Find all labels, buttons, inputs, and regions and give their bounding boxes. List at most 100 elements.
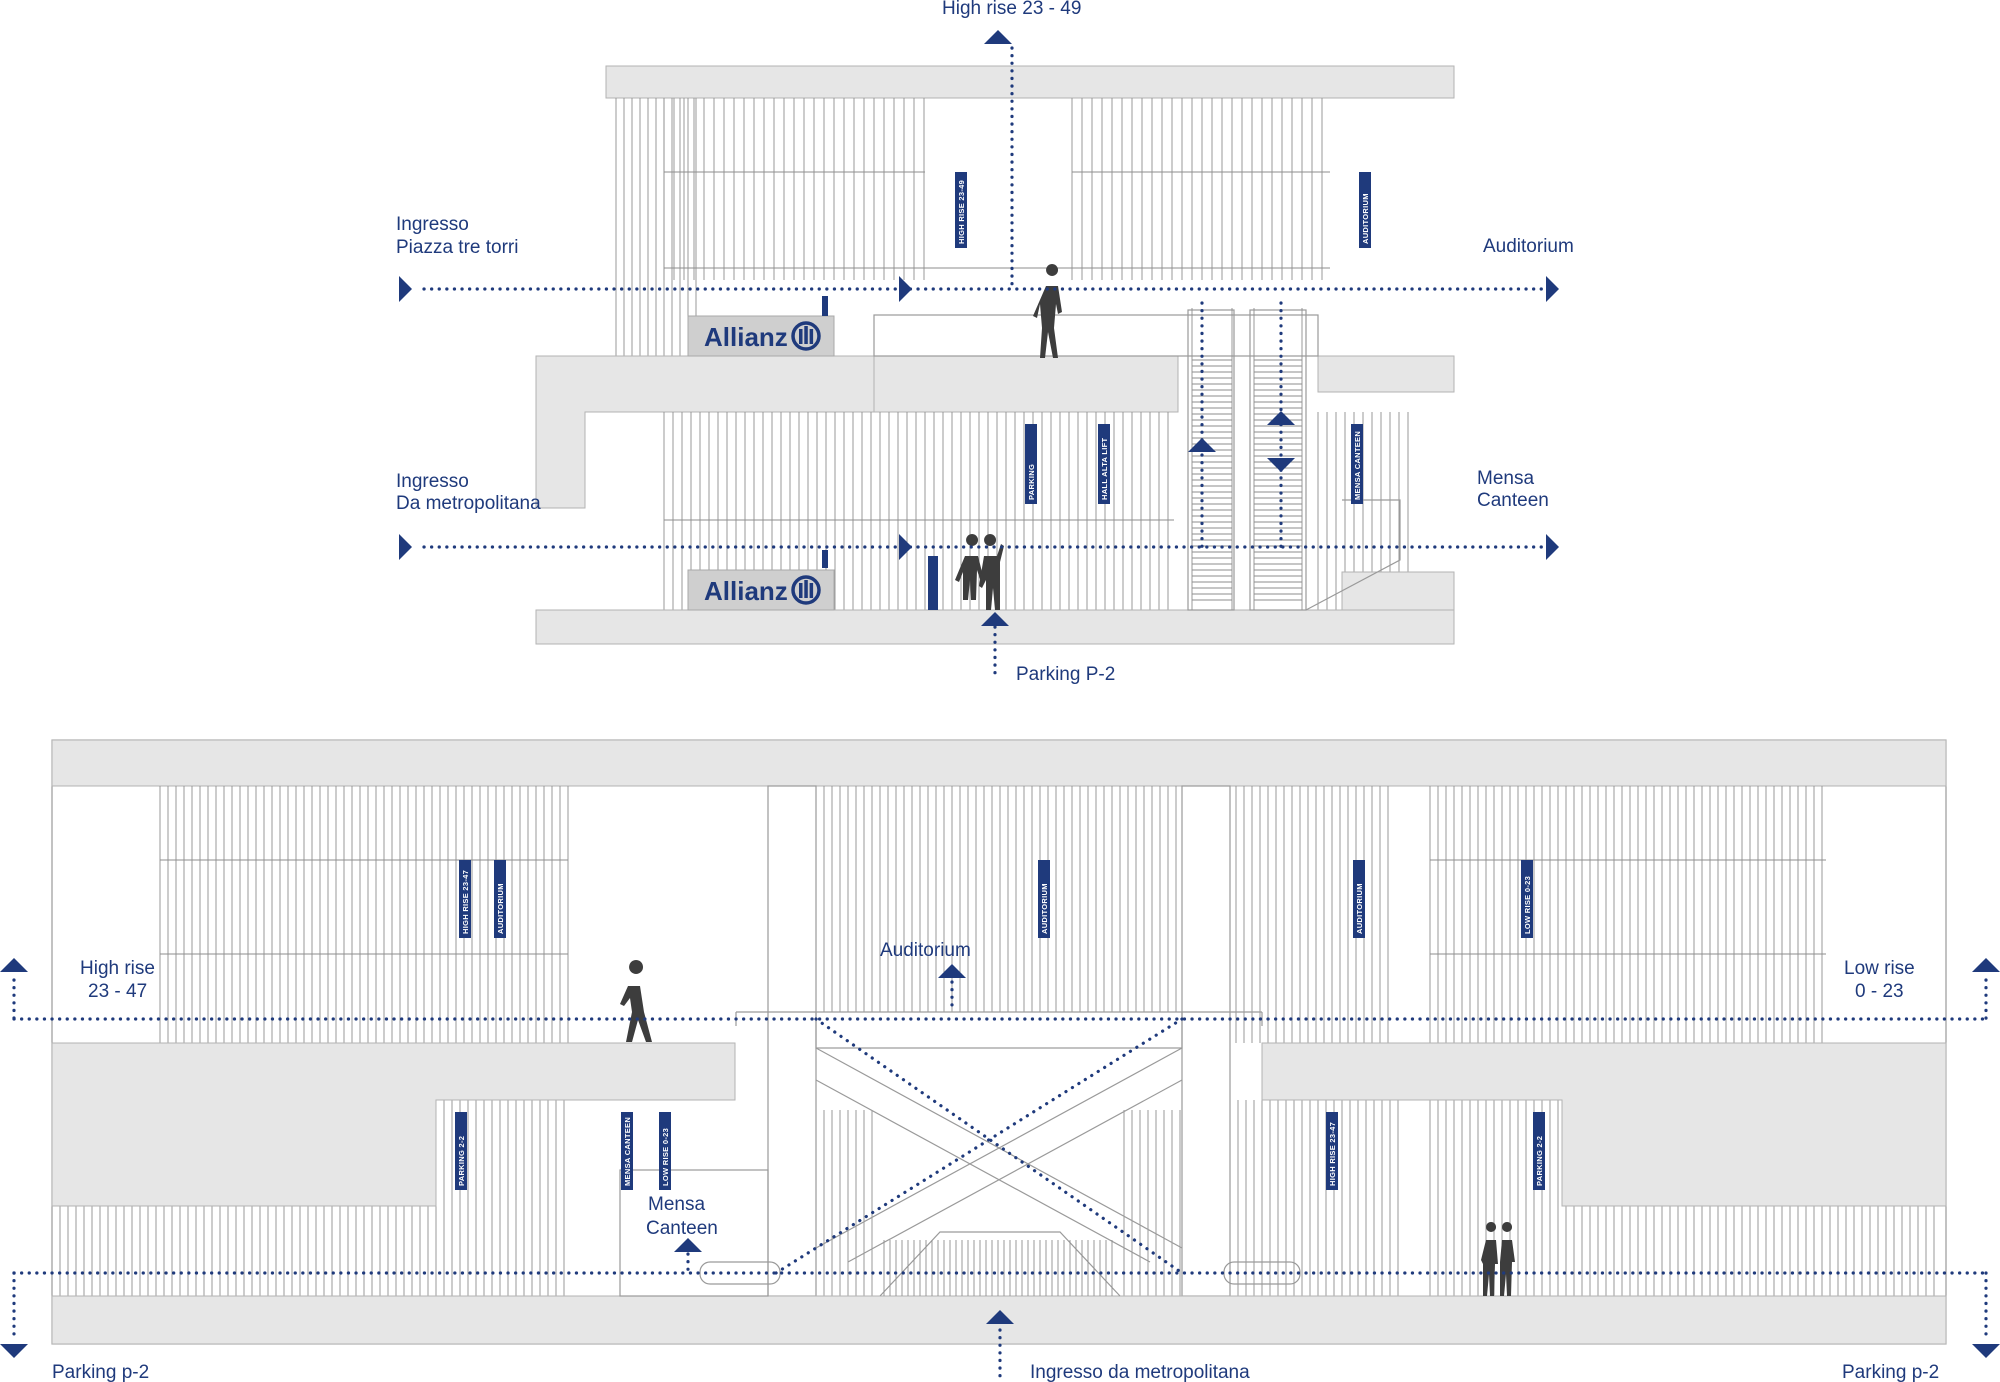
label-low-rise-2: 0 - 23: [1855, 981, 1904, 1002]
sign-auditorium-right: AUDITORIUM: [1353, 860, 1365, 938]
lower-floor-cladding: [663, 412, 1409, 610]
upper-mid-slab-right: [1317, 355, 1455, 393]
upper-balcony-rail: [873, 314, 1319, 357]
label-canteen-upper: Canteen: [1477, 490, 1549, 511]
svg-text:HIGH RISE 23-49: HIGH RISE 23-49: [957, 180, 966, 244]
upper-floor-cladding: [615, 98, 1330, 356]
arrow-up-ingresso: [986, 1310, 1014, 1324]
route-escalator-diag-a: [814, 1017, 1184, 1275]
column-left: [767, 785, 817, 1297]
escalator-left: [1187, 309, 1235, 611]
svg-text:LOW RISE 0-23: LOW RISE 0-23: [1523, 876, 1532, 934]
arrow-right-mid-lower: [899, 534, 912, 560]
label-parking-p2-upper: Parking P-2: [1016, 664, 1115, 685]
arrow-right-mensa: [1546, 534, 1559, 560]
arrow-up-auditorium: [938, 964, 966, 978]
person-figure-lower-b: [979, 534, 1004, 610]
sign-high-rise-23-47-left: HIGH RISE 23-47: [459, 860, 471, 938]
svg-text:HIGH RISE 23-47: HIGH RISE 23-47: [1328, 1122, 1337, 1186]
sign-mensa-canteen-upper: MENSA CANTEEN: [1351, 424, 1363, 504]
sign-mensa-canteen-lower: MENSA CANTEEN: [621, 1112, 633, 1190]
label-auditorium-lower: Auditorium: [880, 940, 971, 961]
totem-sign: [928, 556, 938, 610]
arrow-up-high-rise-lower: [0, 958, 28, 972]
mensa-box: [619, 1169, 769, 1297]
lower-mid-slab-left: [51, 1042, 736, 1207]
lower-roof-slab: [51, 739, 1947, 787]
upper-escalators: [1187, 308, 1307, 611]
arrow-up-parking: [981, 612, 1009, 626]
lower-upper-cladding: [159, 786, 1826, 1043]
arrow-right-mid: [899, 276, 912, 302]
arrow-down-parking-right: [1972, 1344, 2000, 1358]
label-high-rise-lower-1: High rise: [80, 958, 155, 979]
arrow-right-auditorium: [1546, 276, 1559, 302]
label-ingresso-metro-1: Ingresso: [396, 471, 469, 492]
svg-text:HIGH RISE 23-47: HIGH RISE 23-47: [461, 870, 470, 934]
route-escalator-diag-b: [774, 1017, 1184, 1275]
label-high-rise-23-49: High rise 23 - 49: [942, 0, 1081, 19]
arrow-up-high-rise: [984, 30, 1012, 44]
label-mensa-upper: Mensa: [1477, 468, 1534, 489]
svg-text:MENSA CANTEEN: MENSA CANTEEN: [1353, 431, 1362, 500]
sign-low-rise-mid: LOW RISE 0-23: [659, 1112, 671, 1190]
sign-high-rise-23-49: HIGH RISE 23-49: [955, 172, 967, 248]
sign-low-rise-top: LOW RISE 0-23: [1521, 860, 1533, 938]
svg-text:AUDITORIUM: AUDITORIUM: [1361, 193, 1370, 244]
arrow-up-escalator-right: [1267, 411, 1295, 425]
svg-text:PARKING 2-2: PARKING 2-2: [1535, 1136, 1544, 1186]
small-sign-upper: [822, 296, 828, 316]
upper-mid-slab-left: [535, 355, 875, 509]
escalator-down-left: [815, 1047, 1183, 1263]
svg-text:LOW RISE 0-23: LOW RISE 0-23: [661, 1128, 670, 1186]
svg-text:PARKING: PARKING: [1027, 464, 1036, 500]
upper-step-slab: [1341, 571, 1455, 611]
sign-high-rise-23-47-right: HIGH RISE 23-47: [1326, 1112, 1338, 1190]
allianz-logo-text: Allianz: [704, 322, 788, 352]
sign-parking-left: PARKING 2-2: [455, 1112, 467, 1190]
bridge-rails: [735, 1011, 1263, 1026]
arrow-down-escalator: [1267, 458, 1295, 472]
arrow-right-piazza: [399, 276, 412, 302]
arrow-down-parking-left: [0, 1344, 28, 1358]
upper-side-steps: [1305, 499, 1401, 611]
label-ingresso-metro-lower: Ingresso da metropolitana: [1030, 1362, 1250, 1382]
bridge-deck: [815, 1011, 1183, 1049]
arrow-up-escalator: [1188, 438, 1216, 452]
svg-text:HALL ALTA LIFT: HALL ALTA LIFT: [1100, 438, 1109, 500]
sign-auditorium-center: AUDITORIUM: [1038, 860, 1050, 938]
label-ingresso-piazza-1: Ingresso: [396, 214, 469, 235]
svg-text:AUDITORIUM: AUDITORIUM: [1355, 883, 1364, 934]
sign-auditorium-upper: AUDITORIUM: [1359, 172, 1371, 248]
sign-auditorium-left: AUDITORIUM: [494, 860, 506, 938]
svg-text:MENSA CANTEEN: MENSA CANTEEN: [623, 1117, 632, 1186]
allianz-logo-text: Allianz: [704, 576, 788, 606]
lower-section: HIGH RISE 23-47 AUDITORIUM AUDITORIUM AU…: [0, 739, 2000, 1382]
escalator-down-right: [815, 1047, 1183, 1263]
allianz-logo-upper: Allianz: [687, 315, 835, 357]
label-mensa-lower: Mensa: [648, 1194, 705, 1215]
label-parking-left: Parking p-2: [52, 1362, 149, 1382]
person-standing-b: [1500, 1222, 1515, 1296]
person-walking-lower: [620, 960, 652, 1042]
sign-parking-upper: PARKING: [1025, 424, 1037, 504]
arrow-up-low-rise: [1972, 958, 2000, 972]
svg-text:PARKING 2-2: PARKING 2-2: [457, 1136, 466, 1186]
label-canteen-lower: Canteen: [646, 1218, 718, 1239]
lower-mid-slab-right: [1261, 1042, 1947, 1207]
person-figure-upper: [1033, 264, 1062, 358]
small-sign-lower: [822, 550, 828, 568]
sign-hall-alta-lift: HALL ALTA LIFT: [1098, 424, 1110, 504]
allianz-logo-lower: Allianz: [687, 569, 835, 611]
upper-roof-slab: [605, 65, 1455, 99]
label-high-rise-lower-2: 23 - 47: [88, 981, 147, 1002]
arrow-right-metro: [399, 534, 412, 560]
person-standing-a: [1481, 1222, 1498, 1296]
label-ingresso-piazza-2: Piazza tre torri: [396, 237, 518, 258]
crossing-escalators: [699, 1011, 1301, 1297]
arrow-up-mensa: [674, 1238, 702, 1252]
person-figure-lower-a: [955, 534, 984, 600]
svg-text:AUDITORIUM: AUDITORIUM: [1040, 883, 1049, 934]
label-auditorium-upper: Auditorium: [1483, 236, 1574, 257]
